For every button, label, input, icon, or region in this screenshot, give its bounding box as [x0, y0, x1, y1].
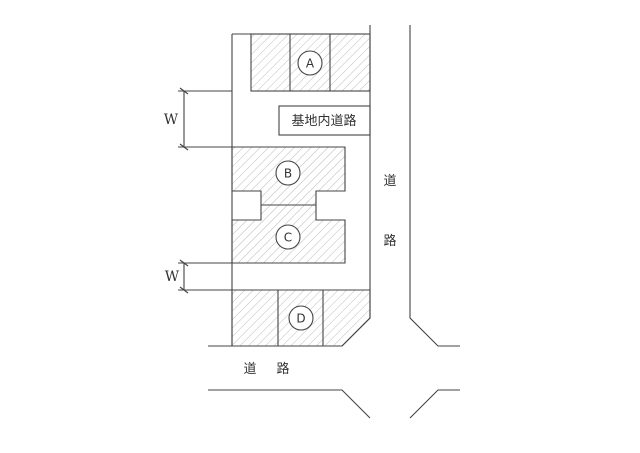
- internal-road: 基地内道路: [278, 105, 371, 136]
- building-bc: B C: [231, 146, 346, 264]
- building-d: D: [231, 289, 371, 347]
- road-lines: [208, 25, 460, 419]
- width-label-top: W: [164, 112, 179, 128]
- building-d-label: D: [296, 312, 305, 326]
- road-label-right-2: 路: [383, 233, 396, 249]
- dimension-w-top: W: [164, 87, 232, 151]
- internal-road-label: 基地内道路: [291, 113, 356, 129]
- dimension-w-bottom: W: [165, 259, 232, 294]
- width-label-bottom: W: [165, 269, 180, 285]
- road-label-right-1: 道: [383, 174, 396, 189]
- building-a: A: [250, 33, 371, 92]
- road-label-bottom-2: 路: [276, 361, 289, 377]
- building-a-label: A: [306, 57, 315, 71]
- building-c-label: C: [284, 231, 292, 245]
- road-label-bottom-1: 道: [243, 362, 256, 377]
- building-b-label: B: [284, 167, 292, 181]
